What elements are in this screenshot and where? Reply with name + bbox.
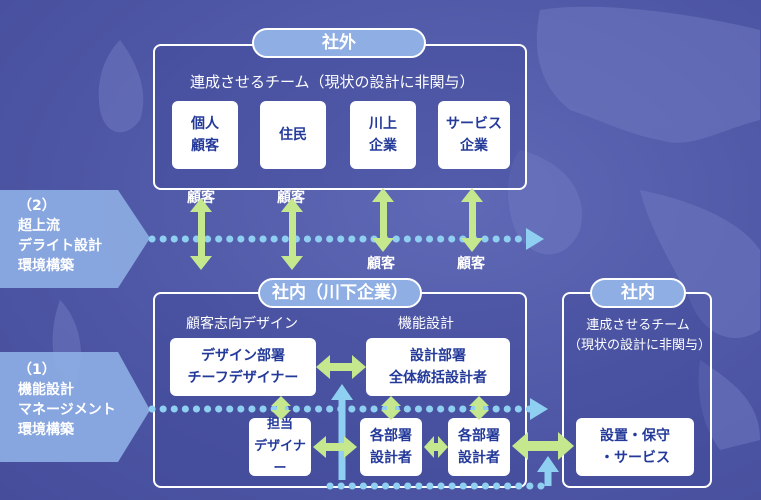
upper-level-number: （2） (18, 198, 56, 214)
outside-title: 社外 (252, 28, 426, 58)
service-horizontal-arrow (512, 432, 574, 460)
dept-horizontal-arrow (316, 355, 366, 379)
service-company-box: サービス 企業 (438, 101, 510, 169)
green-arrows (190, 188, 574, 460)
customer-arrow-3 (372, 188, 394, 252)
upstream-company-box: 川上 企業 (350, 101, 416, 169)
resident-box: 住民 (260, 101, 326, 169)
eng-vertical-arrow-b (469, 396, 489, 420)
lower-level-chevron (0, 352, 150, 462)
design-vertical-arrow (271, 396, 291, 420)
outside-subtitle: 連成させるチーム（現状の設計に非関与） (190, 73, 475, 91)
design-heading: 顧客志向デザイン (186, 316, 298, 332)
lower-level-text: 機能設計 マネージメント 環境構築 (18, 382, 116, 438)
inside-title: 社内（川下企業） (258, 278, 422, 308)
inside-right-subtitle: 連成させるチーム （現状の設計に非関与） (568, 318, 712, 353)
lower-dotted-arrowhead (530, 398, 548, 420)
upper-level-chevron (0, 190, 150, 288)
inside-right-title: 社内 (590, 278, 686, 308)
design-up-arrowhead (331, 384, 353, 400)
upper-dotted-arrowhead (526, 228, 544, 250)
service-up-arrowhead (537, 456, 559, 472)
engineer-staff-box-b: 各部署 設計者 (448, 418, 510, 476)
engineering-heading: 機能設計 (398, 316, 454, 332)
customer-arrow-1 (190, 198, 212, 270)
staff-horizontal-arrow-1 (313, 436, 357, 458)
customer-arrow-4 (461, 188, 483, 252)
upper-level-text: 超上流 デライト設計 環境構築 (18, 218, 102, 274)
lower-level-number: （1） (18, 362, 56, 378)
eng-vertical-arrow-a (381, 396, 401, 420)
engineer-staff-box-a: 各部署 設計者 (360, 418, 422, 476)
engineering-department-box: 設計部署 全体統括設計者 (366, 338, 510, 396)
customer-label-3: 顧客 (367, 256, 395, 272)
installation-service-box: 設置・保守 ・サービス (576, 418, 694, 476)
individual-customer-box: 個人 顧客 (172, 101, 238, 169)
staff-horizontal-arrow-2 (424, 436, 448, 458)
customer-label-4: 顧客 (457, 256, 485, 272)
customer-label-2: 顧客 (277, 190, 305, 206)
customer-arrow-2 (281, 198, 303, 270)
design-staff-box: 担当 デザイナー (249, 417, 311, 476)
design-department-box: デザイン部署 チーフデザイナー (170, 338, 316, 396)
